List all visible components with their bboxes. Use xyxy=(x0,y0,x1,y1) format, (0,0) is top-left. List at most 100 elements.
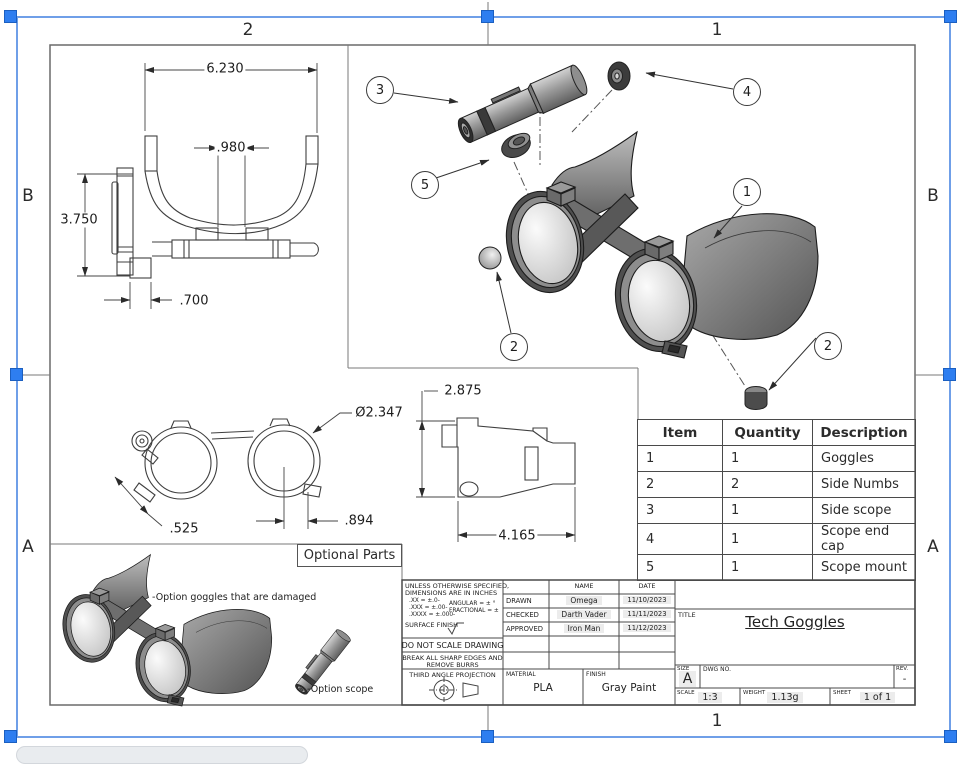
checked-label: CHECKED xyxy=(506,611,539,619)
approved-date-field[interactable]: 11/12/2023 xyxy=(619,624,675,632)
table-row: 5 1 Scope mount xyxy=(637,554,916,581)
size-field[interactable]: A xyxy=(676,671,699,687)
drawn-name-field[interactable]: Omega xyxy=(549,596,619,605)
rev-value[interactable]: - xyxy=(902,674,907,685)
table-row: 4 1 Scope end cap xyxy=(637,523,916,555)
parts-table-header-item: Item xyxy=(637,419,723,446)
scale-value[interactable]: 1:3 xyxy=(698,692,722,703)
balloon-mount: 5 xyxy=(411,171,439,199)
approved-name-field[interactable]: Iron Man xyxy=(549,624,619,633)
break-edges-text-2: REMOVE BURRS xyxy=(426,661,479,669)
dim-front-offset: .894 xyxy=(342,513,376,529)
optional-parts-label-text: Optional Parts xyxy=(303,548,396,563)
dim-side-height: 2.875 xyxy=(442,383,484,399)
material-value: PLA xyxy=(503,682,583,694)
balloon-scope: 3 xyxy=(366,76,394,104)
checked-name-field[interactable]: Darth Vader xyxy=(549,610,619,619)
view-side-dimensions xyxy=(416,390,576,542)
drawing-title[interactable]: Tech Goggles xyxy=(675,613,915,631)
sheet-field[interactable]: 1 of 1 xyxy=(850,692,905,703)
sheet-value[interactable]: 1 of 1 xyxy=(859,692,896,703)
tolerance-xx: .XX = ±.0- xyxy=(409,598,440,604)
exploded-goggles xyxy=(496,131,819,360)
projection-text: THIRD ANGLE PROJECTION xyxy=(409,671,496,679)
view-side xyxy=(441,417,576,498)
size-label: SIZE xyxy=(677,666,690,672)
tolerance-xxx: .XXX = ±.00- xyxy=(409,605,448,611)
balloon-leaders xyxy=(393,71,817,391)
checked-name-value[interactable]: Darth Vader xyxy=(557,610,611,619)
do-not-scale-note: DO NOT SCALE DRAWING xyxy=(402,639,504,652)
dwg-no-label: DWG NO. xyxy=(703,666,731,673)
bottom-toolbar-pill xyxy=(16,746,308,764)
parts-table-header-row: Item Quantity Description xyxy=(637,419,916,446)
break-edges-note-1: BREAK ALL SHARP EDGES AND xyxy=(402,654,503,662)
dim-top-stem: .700 xyxy=(177,293,211,309)
tolerance-xxxx: .XXXX = ±.000- xyxy=(409,612,456,618)
cell-description: Scope end cap xyxy=(812,523,916,555)
weight-value[interactable]: 1.13g xyxy=(767,692,803,703)
cell-quantity: 1 xyxy=(722,523,813,555)
title-label: TITLE xyxy=(678,611,696,619)
cell-quantity: 1 xyxy=(722,445,813,472)
view-front xyxy=(131,418,322,503)
tolerance-angular: ANGULAR = ± ° xyxy=(449,601,496,607)
optional-parts-label: Optional Parts xyxy=(297,544,402,567)
third-angle-projection-icon xyxy=(429,677,479,703)
selection-handle-top-right[interactable] xyxy=(944,10,957,23)
sheet-label: SHEET xyxy=(833,690,851,696)
size-value[interactable]: A xyxy=(678,671,697,687)
selection-handle-bottom-right[interactable] xyxy=(944,730,957,743)
finish-value: Gray Paint xyxy=(583,682,675,694)
table-row: 1 1 Goggles xyxy=(637,445,916,472)
selection-handle-bottom-center[interactable] xyxy=(481,730,494,743)
cell-item: 1 xyxy=(637,445,723,472)
tolerance-fractional: FRACTIONAL = ± xyxy=(449,608,499,614)
cell-item: 4 xyxy=(637,523,723,555)
drawn-date-value[interactable]: 11/10/2023 xyxy=(623,596,671,604)
dim-front-diameter: Ø2.347 xyxy=(353,405,405,421)
scale-label: SCALE xyxy=(677,690,695,696)
break-edges-note-2: REMOVE BURRS xyxy=(402,661,503,669)
scale-field[interactable]: 1:3 xyxy=(690,692,730,703)
selection-handle-top-center[interactable] xyxy=(481,10,494,23)
cell-item: 3 xyxy=(637,497,723,524)
table-row: 2 2 Side Numbs xyxy=(637,471,916,498)
date-header-text: DATE xyxy=(638,582,656,590)
checked-date-field[interactable]: 11/11/2023 xyxy=(619,610,675,618)
title-block-lines xyxy=(401,579,916,706)
parts-table-header-quantity: Quantity xyxy=(722,419,813,446)
cell-quantity: 1 xyxy=(722,497,813,524)
selection-handle-middle-left[interactable] xyxy=(10,368,23,381)
drawing-title-text[interactable]: Tech Goggles xyxy=(745,613,845,631)
dim-top-width: 6.230 xyxy=(204,61,246,77)
optional-goggles xyxy=(56,554,273,708)
checked-date-value[interactable]: 11/11/2023 xyxy=(623,610,671,618)
balloon-numb-left-number: 2 xyxy=(509,339,519,355)
balloon-end-cap: 4 xyxy=(733,78,761,106)
weight-field[interactable]: 1.13g xyxy=(755,692,815,703)
zone-label-top-1: 1 xyxy=(711,20,723,40)
weight-label: WEIGHT xyxy=(743,690,766,696)
approved-date-value[interactable]: 11/12/2023 xyxy=(623,624,671,632)
balloon-mount-number: 5 xyxy=(420,177,430,193)
cell-description: Scope mount xyxy=(812,554,916,581)
cell-item: 2 xyxy=(637,471,723,498)
rev-field[interactable]: - xyxy=(894,674,915,685)
material-label: MATERIAL xyxy=(506,671,536,678)
zone-label-left-a: A xyxy=(22,537,34,557)
selection-handle-middle-right[interactable] xyxy=(943,368,956,381)
optional-scope-note: -Option scope xyxy=(307,684,374,695)
selection-handle-top-left[interactable] xyxy=(4,10,17,23)
approved-name-value[interactable]: Iron Man xyxy=(563,624,605,633)
approved-label: APPROVED xyxy=(506,625,543,633)
cell-quantity: 2 xyxy=(722,471,813,498)
rev-label: REV. xyxy=(896,666,909,672)
drawn-name-value[interactable]: Omega xyxy=(566,596,602,605)
balloon-numb-right: 2 xyxy=(814,332,842,360)
drawn-date-field[interactable]: 11/10/2023 xyxy=(619,596,675,604)
selection-handle-bottom-left[interactable] xyxy=(4,730,17,743)
view-front-dimensions xyxy=(114,412,352,529)
name-header-text: NAME xyxy=(574,582,594,590)
parts-table: Item Quantity Description 1 1 Goggles 2 … xyxy=(637,419,916,581)
